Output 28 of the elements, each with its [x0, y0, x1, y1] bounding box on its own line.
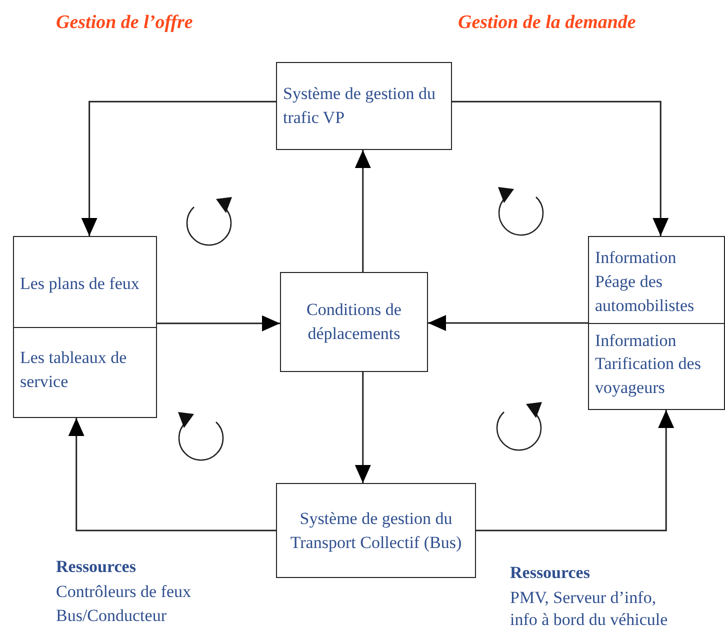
- node-text: Système de gestion du Transport Collectif (Bus): [289, 508, 463, 554]
- arrow: [354, 150, 371, 272]
- node-text: Système de gestion du trafic VP: [283, 83, 437, 129]
- arrow: [81, 100, 276, 236]
- resources-heading: Ressources: [510, 563, 590, 583]
- arrow: [452, 100, 669, 236]
- resources-text: Contrôleurs de feux: [56, 582, 192, 602]
- process-box: [276, 62, 452, 150]
- process-box: [588, 236, 725, 410]
- node-text: Les tableaux de service: [20, 347, 128, 394]
- resources-text: Bus/Conducteur: [56, 606, 166, 626]
- process-box: [13, 236, 157, 418]
- arrow: [476, 410, 674, 532]
- process-box: [276, 483, 476, 578]
- resources-heading: Ressources: [56, 557, 136, 577]
- arrow: [68, 418, 276, 532]
- arrow: [428, 315, 588, 331]
- node-text: Information Péage des automobilistes: [595, 247, 696, 317]
- node-text: Information Tarification des voyageurs: [595, 330, 702, 400]
- node-text: Conditions de déplacements: [306, 299, 402, 345]
- arrow: [354, 372, 371, 483]
- process-box: [280, 272, 428, 372]
- section-heading: Gestion de la demande: [458, 12, 636, 34]
- node-text: Les plans de feux: [20, 272, 140, 295]
- arrow: [157, 315, 280, 332]
- resources-text: info à bord du véhicule: [510, 610, 668, 630]
- resources-text: PMV, Serveur d’info,: [510, 588, 656, 608]
- section-heading: Gestion de l’offre: [56, 12, 193, 34]
